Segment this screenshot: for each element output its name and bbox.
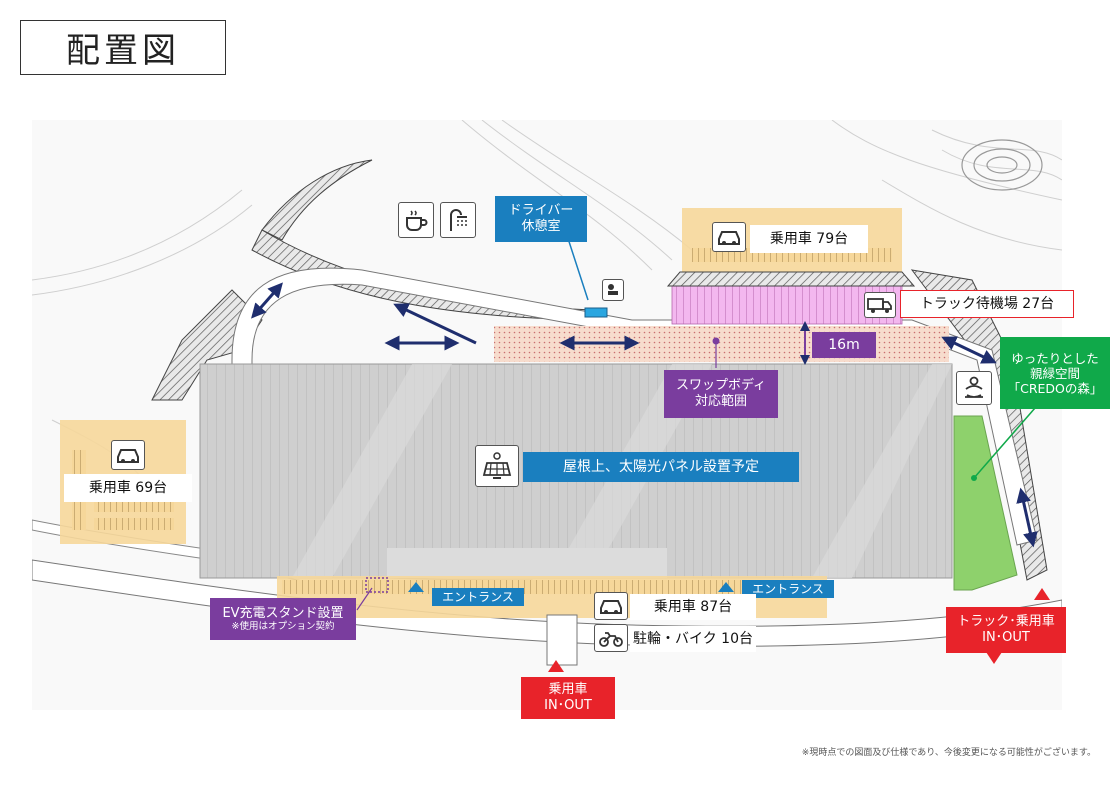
- parking-69-label: 乗用車 69台: [64, 474, 192, 502]
- page-title: 配置図: [20, 20, 226, 75]
- person-relax-icon: [956, 371, 992, 405]
- flow-arrow-1: [251, 282, 283, 319]
- car-inout-label: 乗用車 IN･OUT: [521, 677, 615, 719]
- credo-forest-label: ゆったりとした 親緑空間 「CREDOの森」: [1000, 337, 1110, 409]
- credo-forest-area: [953, 415, 1018, 591]
- ev-charger-title: EV充電スタンド設置: [222, 605, 344, 621]
- car-icon: [712, 222, 746, 252]
- flow-arrow-6: [1016, 487, 1038, 548]
- swap-body-area: [494, 326, 949, 362]
- car-inout-arrow-up: [548, 660, 564, 672]
- swap-body-label: スワップボディ 対応範囲: [664, 370, 778, 418]
- flow-arrow-3: [393, 303, 477, 345]
- bike-parking-label: 駐輪・バイク 10台: [630, 626, 756, 652]
- ev-charger-label: EV充電スタンド設置 ※使用はオプション契約: [210, 598, 356, 640]
- driver-rest-room: [584, 307, 608, 318]
- solar-panel-icon: [475, 445, 519, 487]
- truck-inout-arrow-up: [1034, 588, 1050, 600]
- truck-inout-label: トラック･乗用車 IN･OUT: [946, 607, 1066, 653]
- solar-panel-label: 屋根上、太陽光パネル設置予定: [523, 452, 799, 482]
- width-16m-label: 16m: [812, 332, 876, 358]
- entrance-marker-left: [408, 582, 424, 592]
- truck-inout-arrow-down: [986, 652, 1002, 664]
- shower-icon: [440, 202, 476, 238]
- ev-charger-note: ※使用はオプション契約: [231, 621, 335, 633]
- motorcycle-icon: [594, 624, 628, 652]
- flow-arrow-5: [941, 336, 997, 364]
- driver-rest-small-icon: [602, 279, 624, 301]
- coffee-icon: [398, 202, 434, 238]
- parking-87-label: 乗用車 87台: [630, 594, 756, 620]
- truck-waiting-label: トラック待機場 27台: [900, 290, 1074, 318]
- parking-79-label: 乗用車 79台: [750, 225, 868, 253]
- footnote: ※現時点での図面及び仕様であり、今後変更になる可能性がございます。: [801, 748, 1096, 758]
- entrance-left-label: エントランス: [432, 588, 524, 606]
- car-icon: [594, 592, 628, 620]
- entrance-right-label: エントランス: [742, 580, 834, 598]
- driver-rest-label: ドライバー 休憩室: [495, 196, 587, 242]
- ev-spot: [365, 577, 389, 593]
- car-icon: [111, 440, 145, 470]
- entrance-marker-right: [718, 582, 734, 592]
- truck-icon: [864, 292, 896, 318]
